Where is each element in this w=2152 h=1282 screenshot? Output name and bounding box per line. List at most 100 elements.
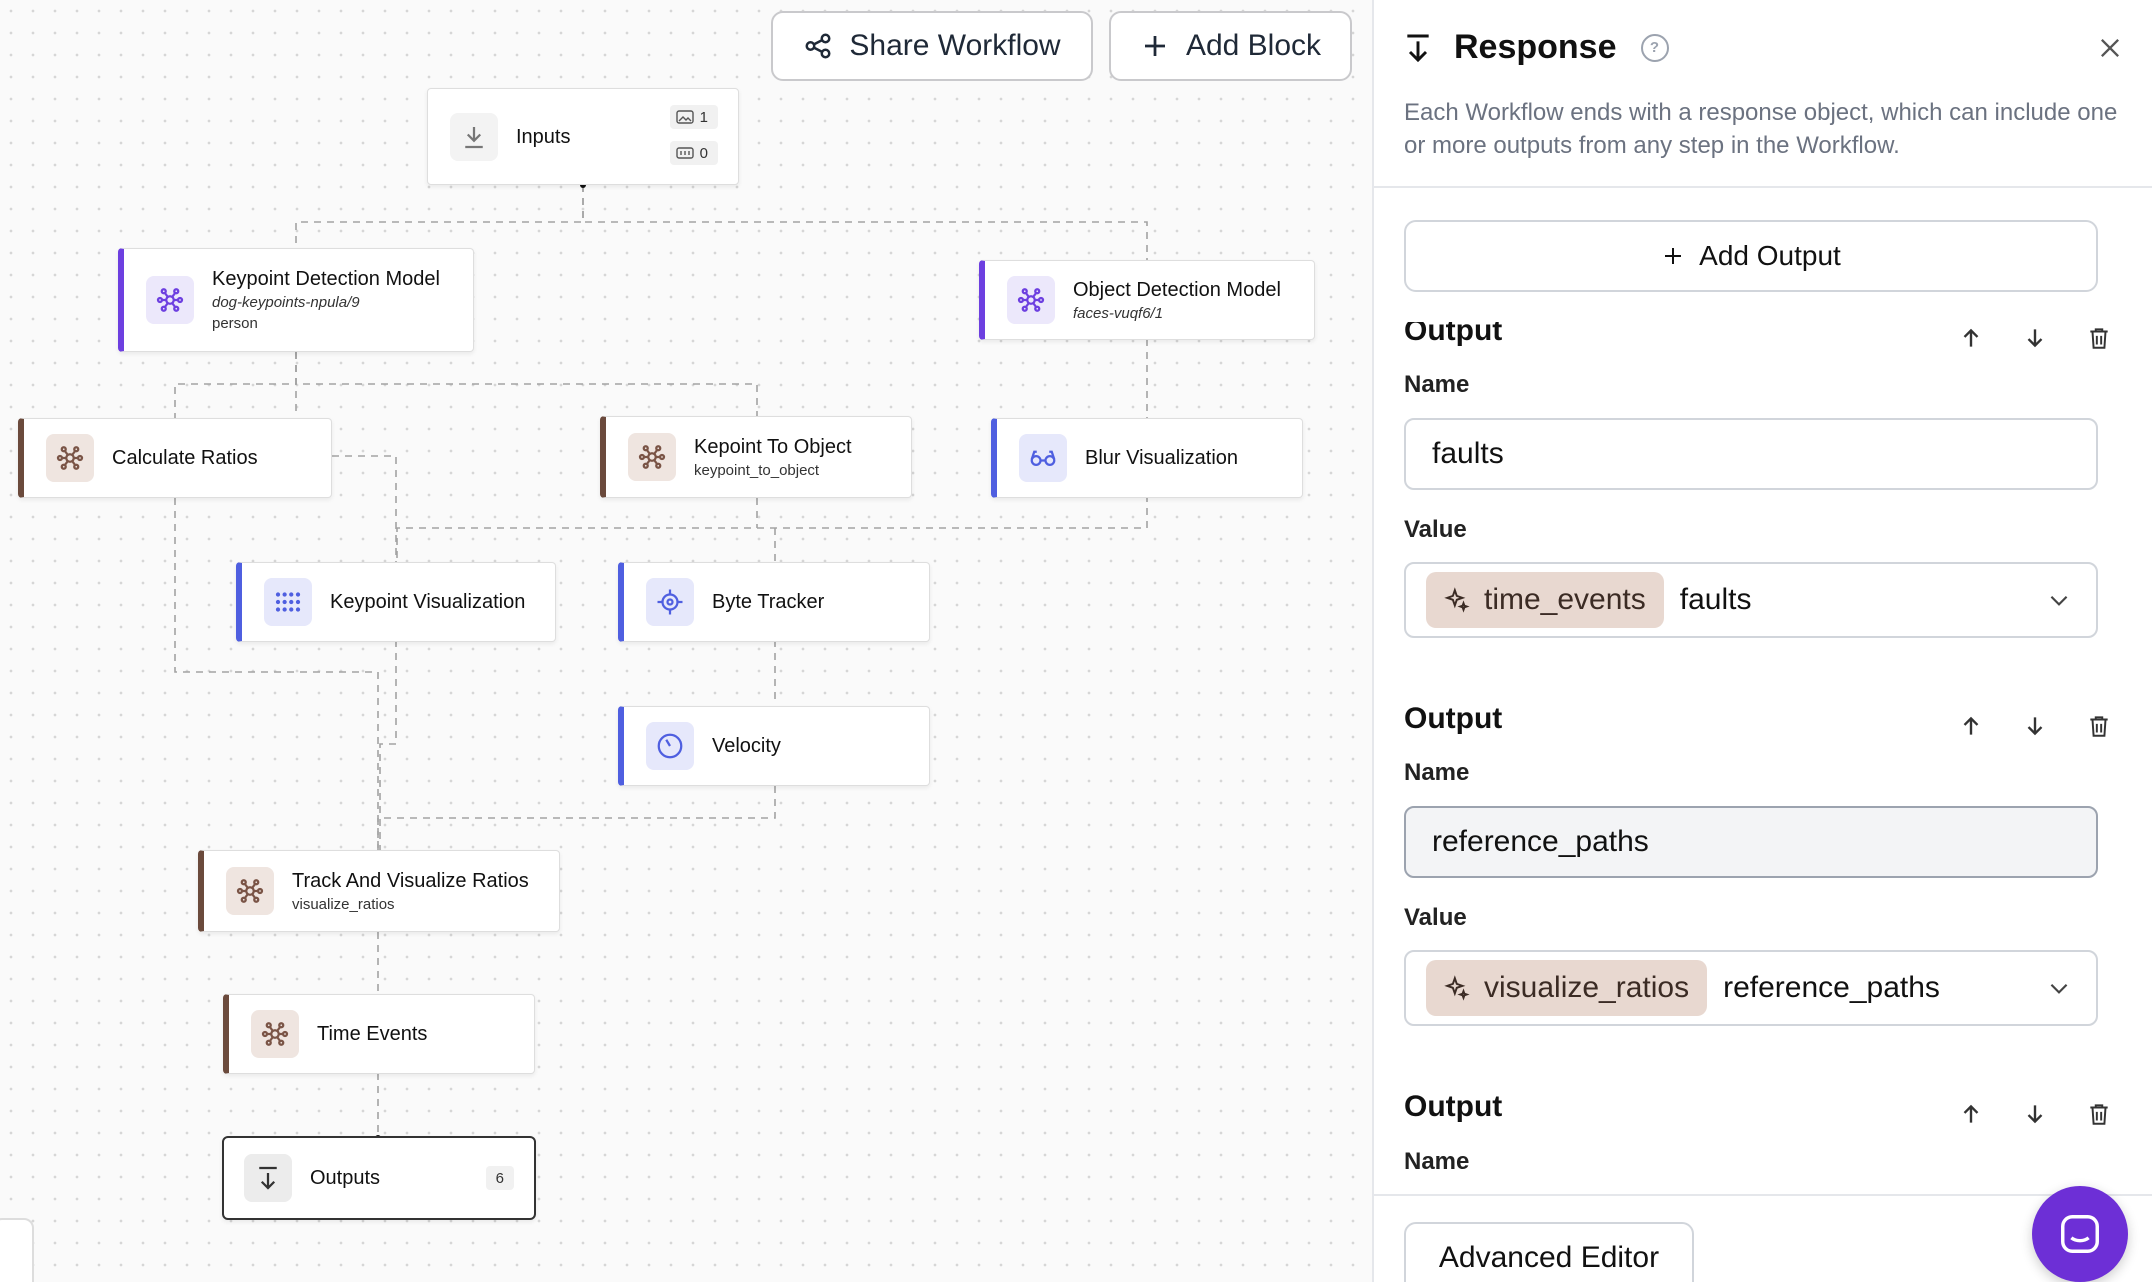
custom-block-icon xyxy=(46,434,94,482)
node-title: Blur Visualization xyxy=(1085,447,1239,469)
node-title: Byte Tracker xyxy=(712,591,825,613)
arrow-down-icon[interactable] xyxy=(2022,324,2048,352)
node-title: Kepoint To Object xyxy=(694,435,852,458)
arrow-up-icon[interactable] xyxy=(1958,324,1984,352)
workflow-canvas[interactable]: Share Workflow Add Block Inputs 1 0 Keyp… xyxy=(0,0,1372,1282)
add-output-button[interactable]: Add Output xyxy=(1404,220,2098,292)
output-section-title: Output xyxy=(1404,314,1503,347)
node-byte-tracker[interactable]: Byte Tracker xyxy=(618,562,930,642)
model-id: dog-keypoints-npula/9 xyxy=(212,294,360,311)
block-id: visualize_ratios xyxy=(292,895,395,913)
node-keypoint-detection-model[interactable]: Keypoint Detection Model dog-keypoints-n… xyxy=(118,248,474,352)
panel-title: Response xyxy=(1454,28,1617,66)
node-title: Keypoint Visualization xyxy=(330,591,526,613)
value-field: faults xyxy=(1679,583,1752,616)
output-section-title: Output xyxy=(1404,702,1503,735)
share-workflow-button[interactable]: Share Workflow xyxy=(771,11,1093,81)
image-input-count: 1 xyxy=(669,105,718,129)
node-track-and-visualize-ratios[interactable]: Track And Visualize Ratios visualize_rat… xyxy=(198,850,560,932)
download-icon xyxy=(450,112,498,161)
node-blur-visualization[interactable]: Blur Visualization xyxy=(991,418,1303,498)
node-title: Keypoint Detection Model xyxy=(212,268,440,290)
output-count-badge: 6 xyxy=(485,1166,514,1190)
share-icon xyxy=(805,33,831,59)
chat-icon xyxy=(2061,1215,2099,1253)
arrow-up-icon[interactable] xyxy=(1958,712,1984,740)
node-keypoint-visualization[interactable]: Keypoint Visualization xyxy=(236,562,556,642)
panel-header: Response ? xyxy=(1402,28,1669,67)
plus-icon xyxy=(1665,248,1682,264)
response-icon xyxy=(1407,34,1429,62)
arrow-up-icon[interactable] xyxy=(1958,1100,1984,1128)
output-actions xyxy=(1958,324,2112,352)
dots-grid-icon xyxy=(264,578,312,626)
model-icon xyxy=(146,276,194,324)
response-panel: Response ? Each Workflow ends with a res… xyxy=(1372,0,2152,1282)
help-icon[interactable]: ? xyxy=(1640,33,1669,62)
chat-support-button[interactable] xyxy=(2032,1186,2128,1282)
divider xyxy=(1374,186,2152,188)
custom-block-icon xyxy=(226,867,274,915)
source-chip: visualize_ratios xyxy=(1426,960,1708,1016)
output-actions xyxy=(1958,712,2112,740)
value-label: Value xyxy=(1404,516,1467,543)
chevron-down-icon xyxy=(2050,983,2068,994)
close-icon[interactable] xyxy=(2096,34,2124,62)
node-title: Outputs xyxy=(310,1167,381,1189)
canvas-corner-control[interactable] xyxy=(0,1218,34,1282)
panel-description: Each Workflow ends with a response objec… xyxy=(1404,99,2118,159)
node-inputs[interactable]: Inputs 1 0 xyxy=(427,88,739,185)
node-outputs[interactable]: Outputs 6 xyxy=(222,1136,536,1220)
parameter-input-count: 0 xyxy=(669,141,718,165)
arrow-down-icon[interactable] xyxy=(2022,712,2048,740)
plus-icon xyxy=(1144,36,1165,56)
trash-icon[interactable] xyxy=(2086,324,2112,352)
share-workflow-label: Share Workflow xyxy=(849,29,1061,62)
add-block-label: Add Block xyxy=(1185,29,1322,62)
parameter-icon xyxy=(675,147,694,159)
block-id: keypoint_to_object xyxy=(694,461,820,479)
node-title: Inputs xyxy=(516,125,571,148)
custom-block-icon xyxy=(251,1010,299,1058)
node-title: Track And Visualize Ratios xyxy=(292,869,529,892)
advanced-editor-button[interactable]: Advanced Editor xyxy=(1404,1222,1694,1282)
model-icon xyxy=(1007,276,1055,324)
output-actions xyxy=(1958,1100,2112,1128)
node-title: Velocity xyxy=(712,735,781,757)
arrow-down-icon[interactable] xyxy=(2022,1100,2048,1128)
custom-block-icon xyxy=(628,433,676,481)
glasses-icon xyxy=(1019,434,1067,482)
output-name-input[interactable]: reference_paths xyxy=(1404,806,2098,878)
crosshair-icon xyxy=(646,578,694,626)
sparkle-icon xyxy=(1444,587,1470,613)
node-time-events[interactable]: Time Events xyxy=(223,994,535,1074)
output-value-select[interactable]: time_events faults xyxy=(1404,562,2098,638)
output-section-title: Output xyxy=(1404,1090,1503,1123)
node-calculate-ratios[interactable]: Calculate Ratios xyxy=(18,418,332,498)
output-value-select[interactable]: visualize_ratios reference_paths xyxy=(1404,950,2098,1026)
node-object-detection-model[interactable]: Object Detection Model faces-vuqf6/1 xyxy=(979,260,1315,340)
sparkle-icon xyxy=(1444,975,1470,1001)
image-icon xyxy=(675,110,694,124)
node-title: Time Events xyxy=(317,1023,428,1045)
add-output-label: Add Output xyxy=(1699,240,1841,271)
node-title: Object Detection Model xyxy=(1073,278,1281,301)
trash-icon[interactable] xyxy=(2086,712,2112,740)
name-label: Name xyxy=(1404,371,1470,398)
class-filter: person xyxy=(212,315,258,332)
node-title: Calculate Ratios xyxy=(112,447,258,469)
node-velocity[interactable]: Velocity xyxy=(618,706,930,786)
value-label: Value xyxy=(1404,904,1467,931)
name-label: Name xyxy=(1404,1148,1470,1175)
add-block-button[interactable]: Add Block xyxy=(1109,11,1352,81)
name-label: Name xyxy=(1404,759,1470,786)
source-chip: time_events xyxy=(1426,572,1664,628)
value-field: reference_paths xyxy=(1723,971,1940,1004)
node-kepoint-to-object[interactable]: Kepoint To Object keypoint_to_object xyxy=(600,416,912,498)
output-name-input[interactable]: faults xyxy=(1404,418,2098,490)
model-id: faces-vuqf6/1 xyxy=(1073,304,1164,322)
speedometer-icon xyxy=(646,722,694,770)
trash-icon[interactable] xyxy=(2086,1100,2112,1128)
response-icon xyxy=(244,1154,292,1202)
chevron-down-icon xyxy=(2050,595,2068,606)
